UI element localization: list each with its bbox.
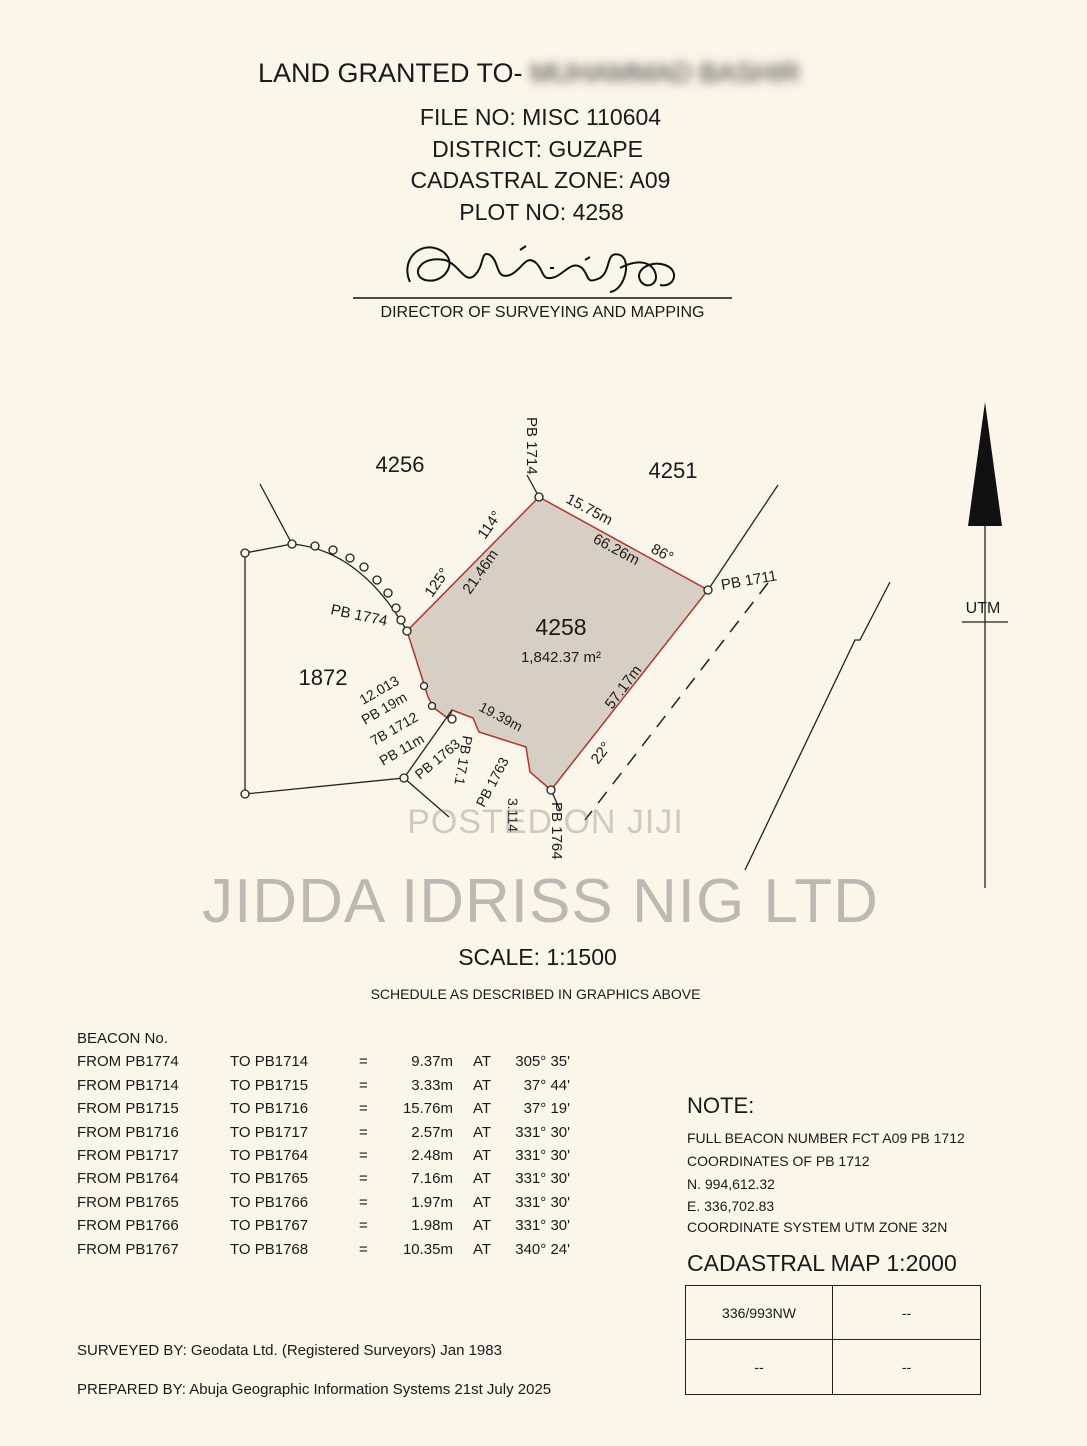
cadastral-cell: -- bbox=[686, 1340, 833, 1394]
plot-label: 4258 bbox=[535, 614, 586, 640]
beacon-from: FROM PB1716 bbox=[77, 1123, 179, 1141]
beacon-eq: = bbox=[359, 1170, 368, 1188]
site-plan: UTM 4258 1,842.37 m² 4256 4251 1872 PB 1… bbox=[240, 402, 1008, 888]
beacon-bearing: 331° 30' bbox=[515, 1217, 570, 1235]
district: DISTRICT: GUZAPE bbox=[432, 136, 643, 162]
beacon-bearing: 37° 19' bbox=[523, 1100, 570, 1118]
beacon-eq: = bbox=[359, 1100, 368, 1118]
note-line: COORDINATE SYSTEM UTM ZONE 32N bbox=[687, 1219, 948, 1235]
beacon-eq: = bbox=[359, 1123, 368, 1141]
note-line: N. 994,612.32 bbox=[687, 1176, 775, 1192]
beacon-from: FROM PB1767 bbox=[77, 1240, 179, 1258]
beacon-dist: 2.48m bbox=[411, 1146, 453, 1164]
signatory-title: DIRECTOR OF SURVEYING AND MAPPING bbox=[380, 304, 705, 321]
beacon-to: TO PB1716 bbox=[230, 1100, 309, 1118]
beacon-dist: 7.16m bbox=[411, 1170, 453, 1188]
title: LAND GRANTED TO- MUHAMMAD BASHIR bbox=[258, 58, 800, 89]
beacon-from: FROM PB1766 bbox=[77, 1217, 179, 1235]
watermark-posted: POSTED ON JIJI bbox=[407, 803, 684, 841]
beacon-eq: = bbox=[359, 1193, 368, 1211]
beacon-from: FROM PB1765 bbox=[77, 1193, 179, 1211]
note-line: E. 336,702.83 bbox=[687, 1198, 775, 1214]
beacon-bearing: 305° 35' bbox=[515, 1053, 570, 1071]
beacon-eq: = bbox=[359, 1146, 368, 1164]
note-line: COORDINATES OF PB 1712 bbox=[687, 1153, 870, 1169]
schedule-note: SCHEDULE AS DESCRIBED IN GRAPHICS ABOVE bbox=[370, 986, 701, 1002]
note-line: FULL BEACON NUMBER FCT A09 PB 1712 bbox=[687, 1130, 965, 1146]
angle-22: 22° bbox=[588, 739, 615, 767]
note-title: NOTE: bbox=[687, 1093, 755, 1118]
cadastral-cell: 336/993NW bbox=[686, 1286, 833, 1340]
beacon-at: AT bbox=[473, 1170, 492, 1188]
beacon-at: AT bbox=[473, 1217, 492, 1235]
beacon-at: AT bbox=[473, 1146, 492, 1164]
beacon-dist: 15.76m bbox=[402, 1100, 453, 1118]
beacon-pb1764: PB 1764 bbox=[548, 802, 565, 860]
north-label: UTM bbox=[966, 600, 1001, 617]
beacon-from: FROM PB1714 bbox=[77, 1076, 179, 1094]
beacon-from: FROM PB1715 bbox=[77, 1100, 179, 1118]
beacon-eq: = bbox=[359, 1240, 368, 1258]
beacon-to: TO PB1715 bbox=[230, 1076, 309, 1094]
watermark-company: JIDDA IDRISS NIG LTD bbox=[202, 867, 879, 936]
beacon-bearing: 331° 30' bbox=[515, 1146, 570, 1164]
beacon-to: TO PB1768 bbox=[230, 1240, 309, 1258]
neighbour-4256: 4256 bbox=[376, 452, 425, 477]
beacon-to: TO PB1766 bbox=[230, 1193, 309, 1211]
grantee-name: MUHAMMAD BASHIR bbox=[530, 58, 801, 88]
beacon-from: FROM PB1764 bbox=[77, 1170, 179, 1188]
beacon-pb1711: PB 1711 bbox=[720, 567, 779, 594]
dashed-road bbox=[584, 582, 769, 821]
edge-3-114: 3.114 bbox=[505, 798, 521, 832]
beacon-to: TO PB1714 bbox=[230, 1053, 309, 1071]
beacon-from: FROM PB1774 bbox=[77, 1053, 179, 1071]
beacon-header-label: BEACON No. bbox=[77, 1030, 168, 1047]
neighbour-4251: 4251 bbox=[649, 458, 698, 483]
beacon-dist: 1.98m bbox=[411, 1217, 453, 1235]
cadastral-zone: CADASTRAL ZONE: A09 bbox=[410, 167, 671, 193]
beacon-pb1774: PB 1774 bbox=[329, 601, 389, 630]
beacon-eq: = bbox=[359, 1217, 368, 1235]
beacon-bearing: 331° 30' bbox=[515, 1123, 570, 1141]
beacon-to: TO PB1764 bbox=[230, 1146, 309, 1164]
prepared-by: PREPARED BY: Abuja Geographic Informatio… bbox=[77, 1381, 552, 1398]
file-number: FILE NO: MISC 110604 bbox=[419, 104, 662, 130]
cadastral-map-grid: 336/993NW -- -- -- bbox=[685, 1285, 981, 1395]
beacon-dist: 2.57m bbox=[411, 1123, 453, 1141]
beacon-bearing: 340° 24' bbox=[515, 1240, 570, 1258]
beacon-eq: = bbox=[359, 1053, 368, 1071]
beacon-to: TO PB1717 bbox=[230, 1123, 309, 1141]
beacon-bearing: 331° 30' bbox=[515, 1193, 570, 1211]
beacon-dist: 3.33m bbox=[411, 1076, 453, 1094]
surveyed-by: SURVEYED BY: Geodata Ltd. (Registered Su… bbox=[77, 1342, 502, 1359]
cadastral-map-title: CADASTRAL MAP 1:2000 bbox=[687, 1250, 957, 1276]
title-prefix: LAND GRANTED TO- bbox=[258, 58, 523, 88]
beacon-markers bbox=[240, 492, 713, 799]
scale-label: SCALE: 1:1500 bbox=[458, 944, 617, 970]
beacon-bearing: 331° 30' bbox=[515, 1170, 570, 1188]
beacon-from: FROM PB1717 bbox=[77, 1146, 179, 1164]
beacon-at: AT bbox=[473, 1053, 492, 1071]
beacon-dist: 10.35m bbox=[402, 1240, 453, 1258]
plot-area: 1,842.37 m² bbox=[521, 649, 601, 666]
beacon-at: AT bbox=[473, 1123, 492, 1141]
beacon-eq: = bbox=[359, 1076, 368, 1094]
beacon-at: AT bbox=[473, 1100, 492, 1118]
plot-number: PLOT NO: 4258 bbox=[459, 199, 624, 225]
beacon-bearing: 37° 44' bbox=[523, 1076, 570, 1094]
cadastral-cell: -- bbox=[833, 1286, 980, 1340]
beacon-pb1714: PB 1714 bbox=[523, 417, 540, 475]
signature-graphic bbox=[353, 245, 732, 299]
beacon-to: TO PB1767 bbox=[230, 1217, 309, 1235]
cadastral-cell: -- bbox=[901, 1359, 912, 1375]
beacon-to: TO PB1765 bbox=[230, 1170, 309, 1188]
beacon-dist: 1.97m bbox=[411, 1193, 453, 1211]
neighbour-1872: 1872 bbox=[299, 665, 348, 690]
beacon-at: AT bbox=[473, 1240, 492, 1258]
beacon-at: AT bbox=[473, 1076, 492, 1094]
beacon-at: AT bbox=[473, 1193, 492, 1211]
boundary-lines bbox=[244, 474, 986, 888]
north-arrow-icon bbox=[968, 402, 1002, 526]
beacon-dist: 9.37m bbox=[411, 1053, 453, 1071]
